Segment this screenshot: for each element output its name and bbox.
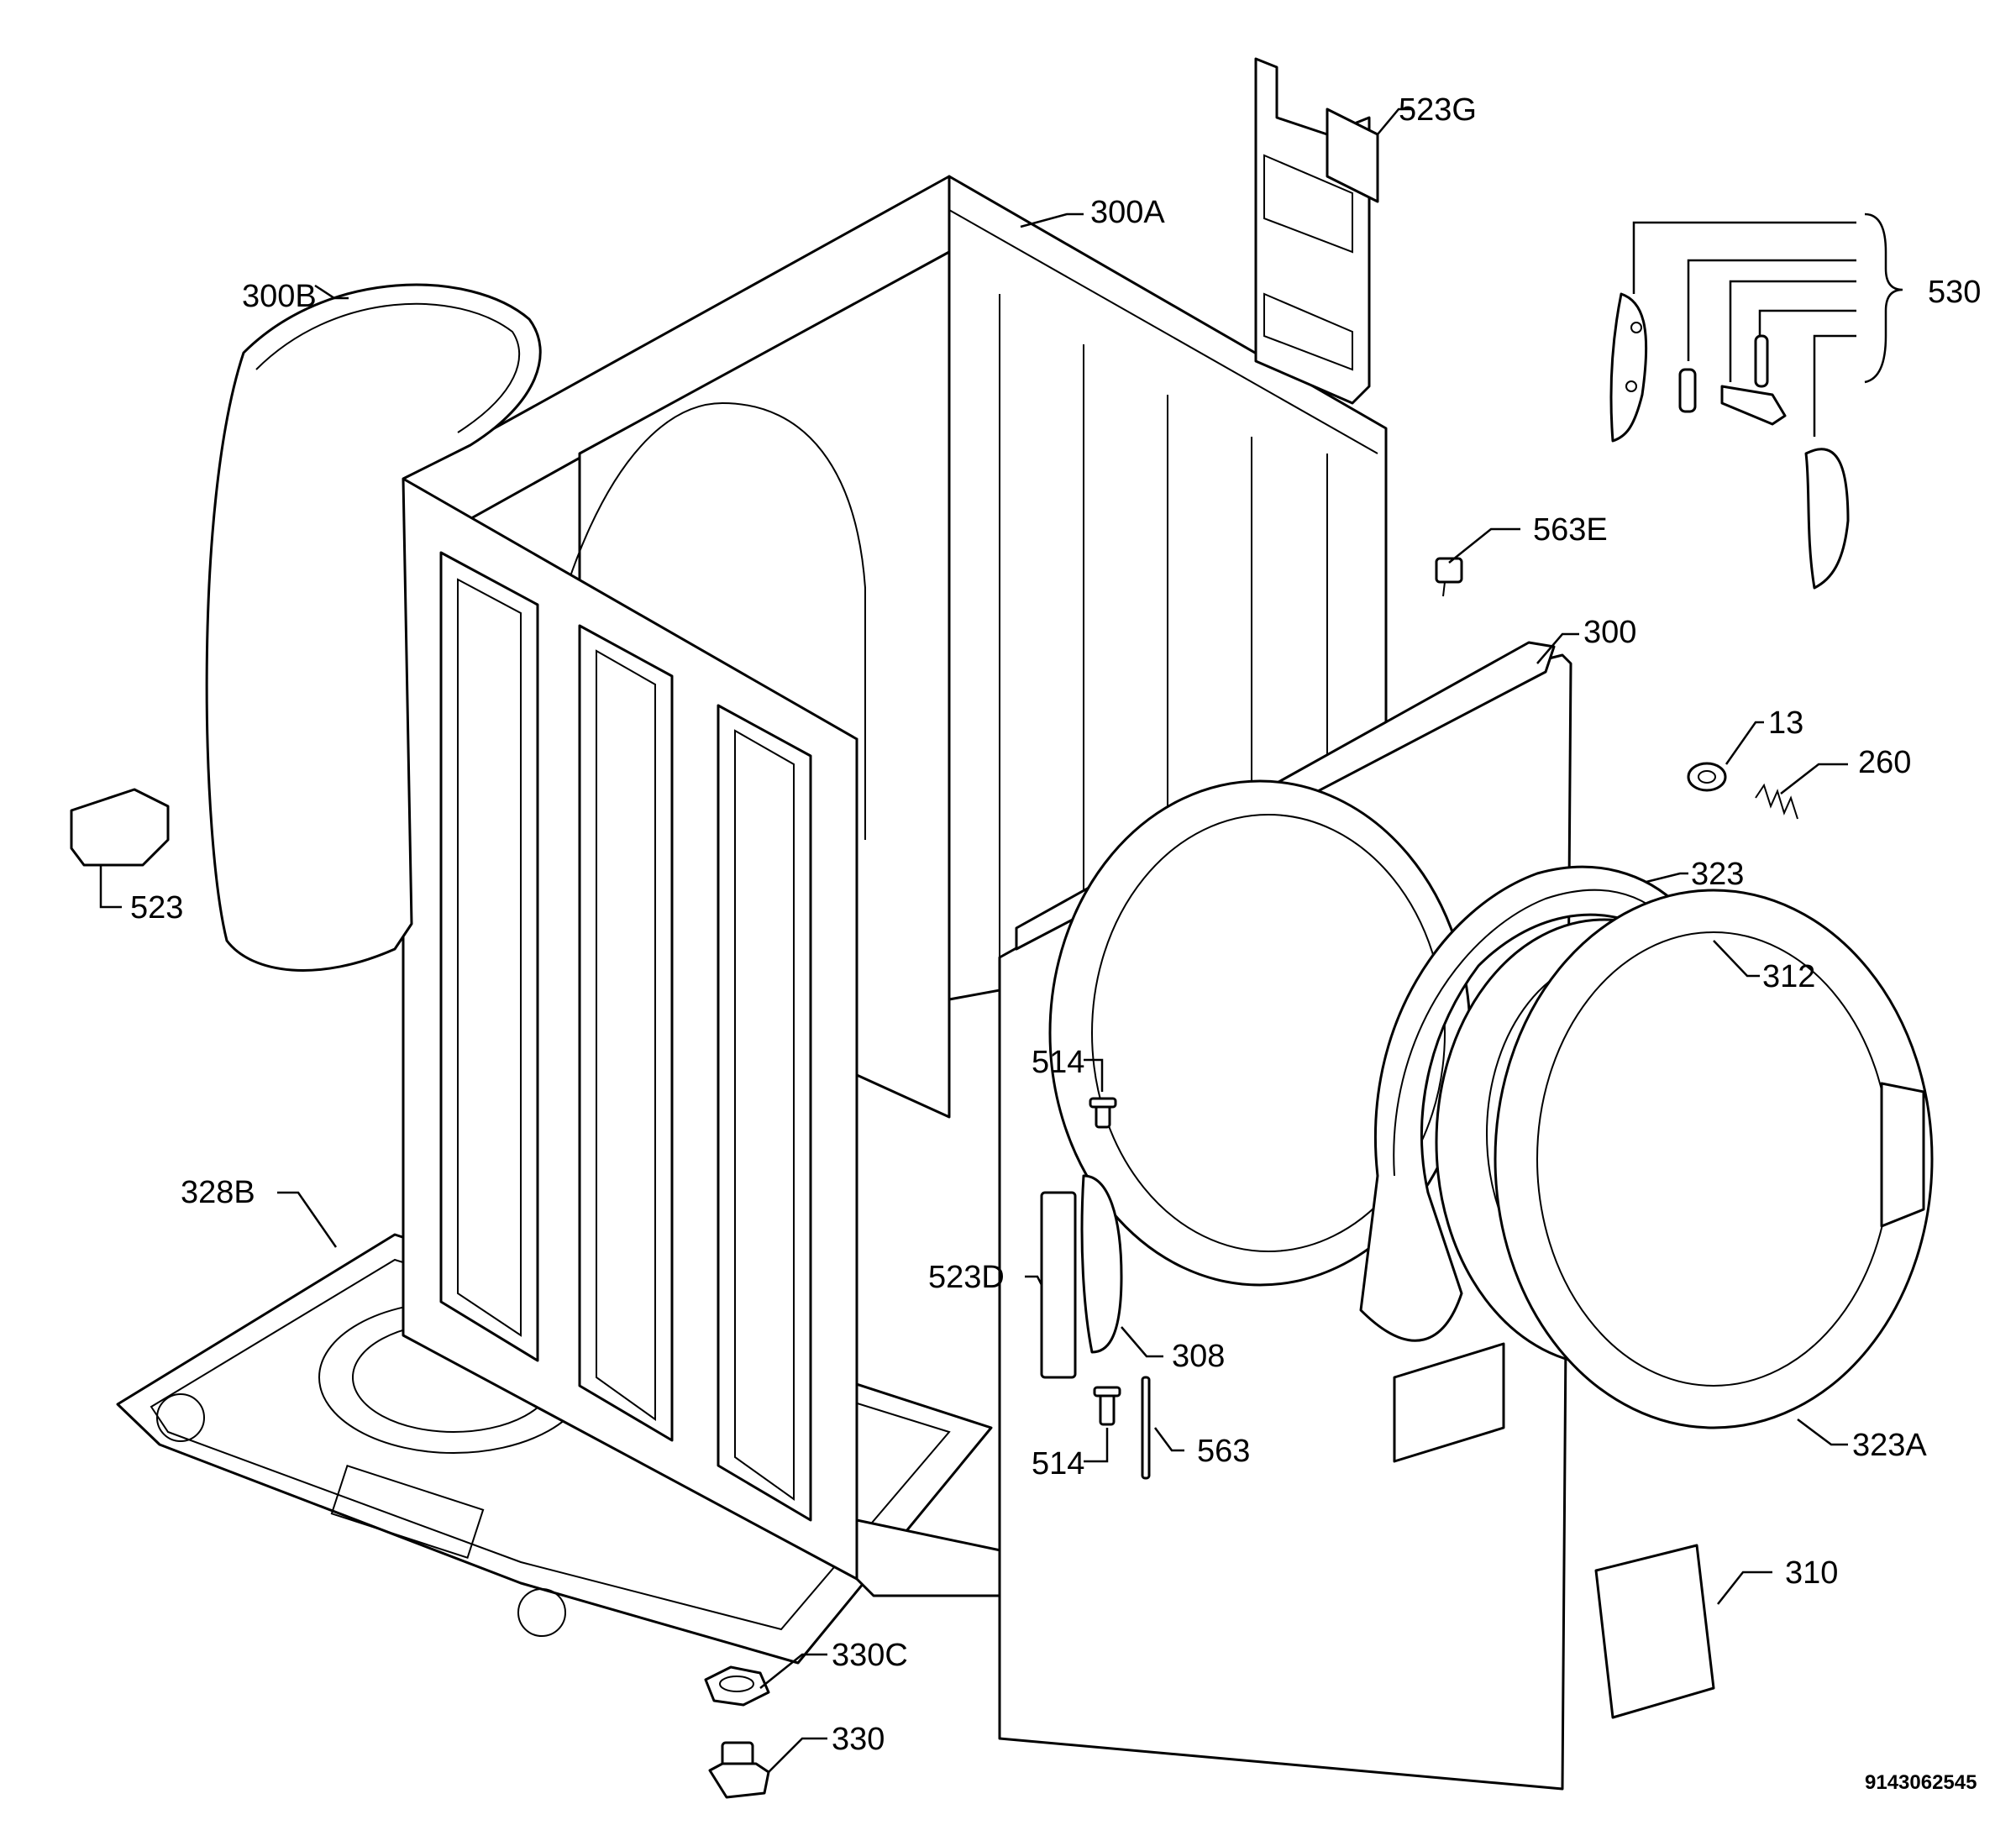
part-labels: 523G 300A 300B 530 563E 300 13 260 523 3… <box>130 92 1981 1794</box>
label-514-lower: 514 <box>1032 1446 1084 1482</box>
label-13: 13 <box>1768 705 1803 741</box>
door-catch-part <box>1435 557 1463 597</box>
spring-part <box>1755 783 1798 820</box>
label-300A: 300A <box>1090 195 1165 230</box>
label-523G: 523G <box>1399 92 1477 128</box>
bushing-part <box>1687 762 1727 792</box>
foot-part <box>708 1741 770 1799</box>
door-outer-frame-part <box>1494 889 1934 1429</box>
label-563: 563 <box>1197 1434 1250 1469</box>
label-530: 530 <box>1928 275 1981 310</box>
filter-cover-part <box>1594 1544 1715 1719</box>
rod-part <box>1141 1376 1151 1480</box>
document-number: 9143062545 <box>1865 1771 1977 1794</box>
label-260: 260 <box>1858 745 1911 780</box>
screw-upper-part <box>1089 1097 1117 1129</box>
front-panel-part <box>998 641 1572 1791</box>
label-330C: 330C <box>832 1638 908 1673</box>
label-312: 312 <box>1762 959 1815 994</box>
screw-lower-part <box>1093 1386 1121 1426</box>
label-300: 300 <box>1583 615 1636 650</box>
label-300B: 300B <box>242 279 317 314</box>
label-328B: 328B <box>181 1175 255 1210</box>
door-hinge-part <box>1040 1174 1123 1379</box>
label-310: 310 <box>1785 1555 1838 1591</box>
label-323: 323 <box>1691 857 1744 892</box>
rear-bracket-part <box>1254 57 1379 405</box>
side-panel-part <box>402 477 858 1581</box>
leader-lines <box>99 108 1903 1773</box>
label-323A: 323A <box>1852 1428 1927 1463</box>
label-330: 330 <box>832 1722 885 1757</box>
label-523: 523 <box>130 890 183 926</box>
door-frame-inner-part <box>1359 865 1682 1342</box>
rear-gasket-part <box>205 283 542 972</box>
label-563E: 563E <box>1533 512 1608 548</box>
front-clip-part <box>70 788 170 867</box>
label-308: 308 <box>1172 1339 1225 1374</box>
label-514-upper: 514 <box>1032 1045 1084 1080</box>
hinge-kit-part <box>1609 292 1850 590</box>
foot-nut-part <box>704 1665 770 1707</box>
label-523D: 523D <box>928 1260 1005 1295</box>
